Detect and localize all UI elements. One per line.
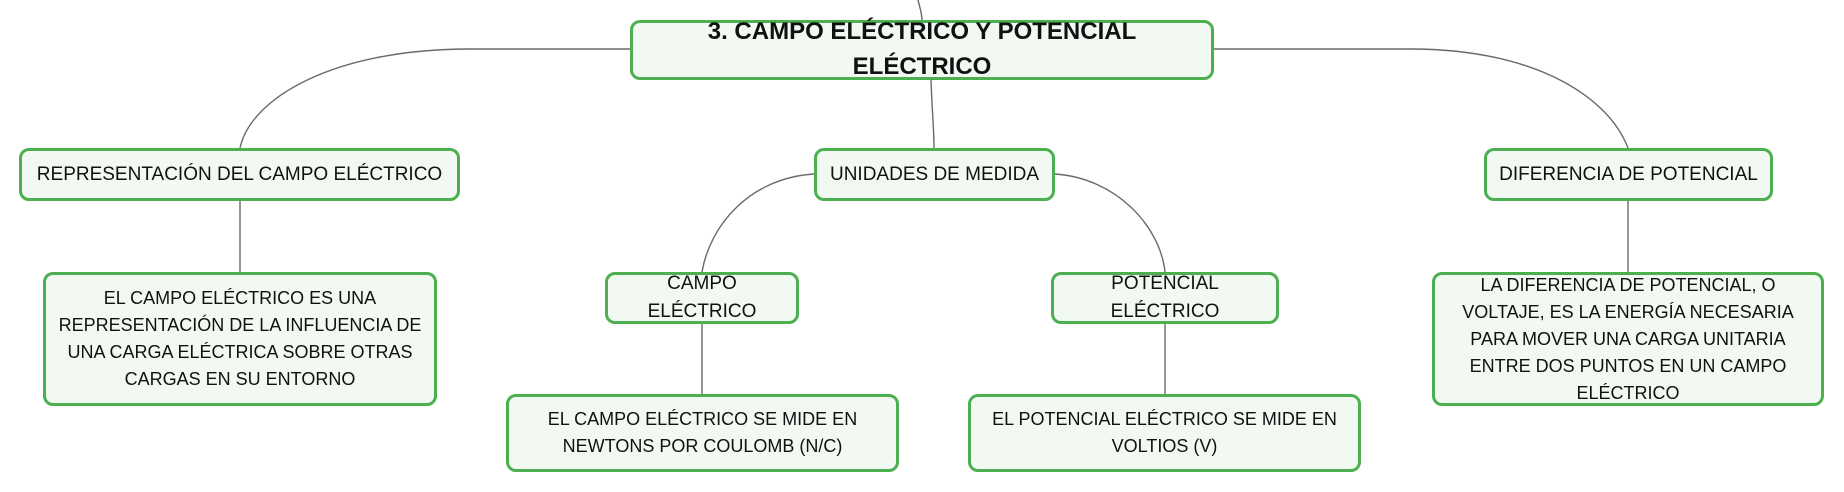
- connector-parent-root: [917, 0, 923, 21]
- topic-potencial-label: POTENCIAL ELÉCTRICO: [1110, 273, 1220, 322]
- topic-diferencia-label: DIFERENCIA DE POTENCIAL: [1499, 163, 1758, 185]
- topic-campo[interactable]: CAMPO ELÉCTRICO: [605, 272, 799, 324]
- topic-potencial[interactable]: POTENCIAL ELÉCTRICO: [1051, 272, 1279, 324]
- topic-campo-desc[interactable]: EL CAMPO ELÉCTRICO SE MIDE EN NEWTONS PO…: [506, 394, 899, 472]
- topic-diferencia-desc-text: LA DIFERENCIA DE POTENCIAL, O VOLTAJE, E…: [1462, 274, 1794, 403]
- topic-diferencia-desc[interactable]: LA DIFERENCIA DE POTENCIAL, O VOLTAJE, E…: [1432, 272, 1824, 406]
- root-topic-label: 3. CAMPO ELÉCTRICO Y POTENCIAL ELÉCTRICO: [707, 18, 1137, 80]
- connector-root-unidades: [930, 79, 935, 149]
- connector-root-diferencia: [1214, 48, 1629, 149]
- topic-campo-label: CAMPO ELÉCTRICO: [647, 273, 757, 322]
- topic-potencial-desc-text: EL POTENCIAL ELÉCTRICO SE MIDE EN VOLTIO…: [992, 409, 1337, 456]
- connector-unidades-campo: [701, 173, 815, 273]
- topic-representacion-desc-text: EL CAMPO ELÉCTRICO ES UNA REPRESENTACIÓN…: [58, 288, 422, 389]
- connector-unidades-potencial: [1054, 173, 1166, 273]
- topic-unidades[interactable]: UNIDADES DE MEDIDA: [814, 148, 1055, 201]
- topic-representacion-desc[interactable]: EL CAMPO ELÉCTRICO ES UNA REPRESENTACIÓN…: [43, 272, 437, 406]
- connector-root-representacion: [239, 48, 630, 149]
- topic-representacion-label: REPRESENTACIÓN DEL CAMPO ELÉCTRICO: [36, 163, 443, 185]
- topic-campo-desc-text: EL CAMPO ELÉCTRICO SE MIDE EN NEWTONS PO…: [547, 409, 858, 456]
- topic-representacion[interactable]: REPRESENTACIÓN DEL CAMPO ELÉCTRICO: [19, 148, 460, 201]
- topic-unidades-label: UNIDADES DE MEDIDA: [829, 163, 1040, 185]
- topic-diferencia[interactable]: DIFERENCIA DE POTENCIAL: [1484, 148, 1773, 201]
- topic-potencial-desc[interactable]: EL POTENCIAL ELÉCTRICO SE MIDE EN VOLTIO…: [968, 394, 1361, 472]
- root-topic[interactable]: 3. CAMPO ELÉCTRICO Y POTENCIAL ELÉCTRICO: [630, 18, 1214, 80]
